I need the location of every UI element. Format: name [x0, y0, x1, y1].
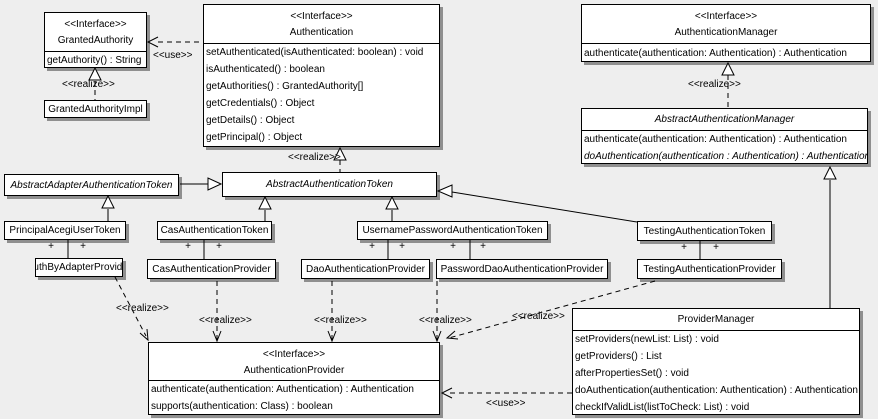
multiplicity-label: + — [369, 241, 375, 252]
stereotype: <<Interface>> — [290, 11, 353, 22]
method-row: getAuthority() : String — [47, 55, 142, 66]
method-row: getCredentials() : Object — [206, 98, 315, 109]
class-name: Authentication — [289, 27, 354, 38]
use-arrow-providermanager[interactable] — [440, 387, 572, 399]
multiplicity-label: + — [48, 241, 54, 252]
class-name: PrincipalAcegiUserToken — [9, 225, 121, 236]
method-row: doAuthentication(authentication : Authen… — [584, 151, 868, 162]
class-authentication-provider[interactable]: <<Interface>> AuthenticationProvider aut… — [148, 342, 440, 415]
class-testing-authentication-provider[interactable]: TestingAuthenticationProvider — [637, 259, 782, 279]
use-arrow-authentication-grantedauthority[interactable] — [146, 36, 203, 48]
stereotype-label-realize: <<realize>> — [62, 79, 115, 90]
method-row: supports(authentication: Class) : boolea… — [151, 401, 333, 412]
stereotype-label-realize: <<realize>> — [116, 303, 169, 314]
class-name: CasAuthenticationProvider — [152, 263, 271, 275]
realize-arrow-passworddaoauthenticationprovider[interactable] — [432, 281, 442, 343]
class-name: AuthenticationProvider — [243, 365, 345, 376]
method-row: checkIfValidList(listToCheck: List) : vo… — [575, 402, 750, 413]
class-granted-authority-impl[interactable]: GrantedAuthorityImpl — [44, 100, 147, 118]
generalization-providermanager[interactable] — [823, 165, 837, 308]
stereotype: <<Interface>> — [64, 19, 127, 30]
multiplicity-label: + — [681, 242, 687, 253]
generalization-cas-token[interactable] — [258, 195, 272, 221]
method-row: afterPropertiesSet() : void — [575, 368, 689, 379]
method-row: getPrincipal() : Object — [206, 132, 303, 143]
class-cas-authentication-token[interactable]: CasAuthenticationToken — [157, 221, 272, 240]
realize-arrow-daoauthenticationprovider[interactable] — [327, 281, 337, 343]
stereotype-label-realize: <<realize>> — [512, 311, 565, 322]
class-name: AuthenticationManager — [674, 27, 778, 38]
stereotype: <<Interface>> — [694, 11, 758, 22]
generalization-principal-token[interactable] — [101, 194, 115, 221]
class-name: TestingAuthenticationToken — [643, 225, 766, 237]
stereotype-label-realize: <<realize>> — [199, 315, 252, 326]
stereotype-label-realize: <<realize>> — [314, 315, 367, 326]
method-row: authenticate(authentication: Authenticat… — [584, 48, 847, 59]
class-password-dao-authentication-provider[interactable]: PasswordDaoAuthenticationProvider — [436, 259, 608, 279]
class-name: PasswordDaoAuthenticationProvider — [440, 263, 604, 275]
method-row: setAuthenticated(isAuthenticated: boolea… — [206, 47, 424, 58]
multiplicity-label: + — [185, 241, 191, 252]
stereotype-label-realize: <<realize>> — [419, 315, 472, 326]
class-name: AbstractAuthenticationToken — [266, 179, 393, 190]
class-auth-by-adapter-provider[interactable]: AuthByAdapterProvider — [35, 258, 123, 277]
realize-arrow-casauthenticationprovider[interactable] — [212, 281, 222, 343]
class-name: DaoAuthenticationProvider — [306, 263, 425, 275]
class-authentication[interactable]: <<Interface>> Authentication setAuthenti… — [203, 4, 440, 147]
method-row: isAuthenticated() : boolean — [206, 64, 325, 75]
class-name: GrantedAuthority — [57, 35, 134, 46]
generalization-adapter-token[interactable] — [180, 177, 223, 191]
class-name: AbstractAdapterAuthenticationToken — [10, 179, 173, 191]
generalization-testing-token[interactable] — [436, 184, 638, 223]
class-testing-authentication-token[interactable]: TestingAuthenticationToken — [637, 221, 772, 241]
class-principal-acegi-user-token[interactable]: PrincipalAcegiUserToken — [4, 221, 126, 240]
class-name: CasAuthenticationToken — [160, 225, 269, 236]
multiplicity-label: + — [399, 241, 405, 252]
stereotype-label-realize: <<realize>> — [688, 79, 741, 90]
class-provider-manager[interactable]: ProviderManager setProviders(newList: Li… — [572, 308, 860, 415]
class-name: AbstractAuthenticationManager — [654, 114, 795, 125]
method-row: authenticate(authentication: Authenticat… — [151, 384, 414, 395]
method-row: getDetails() : Object — [206, 115, 295, 126]
multiplicity-label: + — [450, 241, 456, 252]
stereotype-label-use: <<use>> — [486, 398, 526, 409]
class-name: UsernamePasswordAuthenticationToken — [362, 225, 543, 236]
multiplicity-label: + — [80, 241, 86, 252]
class-username-password-authentication-token[interactable]: UsernamePasswordAuthenticationToken — [357, 221, 548, 240]
stereotype-label-realize: <<realize>> — [288, 152, 341, 163]
multiplicity-label: + — [216, 241, 222, 252]
class-authentication-manager[interactable]: <<Interface>> AuthenticationManager auth… — [581, 4, 871, 62]
method-row: getAuthorities() : GrantedAuthority[] — [206, 81, 364, 92]
stereotype: <<Interface>> — [262, 349, 326, 360]
class-abstract-adapter-authentication-token[interactable]: AbstractAdapterAuthenticationToken — [4, 174, 179, 196]
method-row: getProviders() : List — [575, 351, 662, 362]
multiplicity-label: + — [480, 241, 486, 252]
class-name: GrantedAuthorityImpl — [48, 103, 143, 115]
class-cas-authentication-provider[interactable]: CasAuthenticationProvider — [147, 259, 276, 279]
method-row: doAuthentication(authentication: Authent… — [575, 385, 858, 396]
class-abstract-authentication-manager[interactable]: AbstractAuthenticationManager authentica… — [581, 108, 868, 164]
class-name: AuthByAdapterProvider — [36, 262, 123, 273]
class-dao-authentication-provider[interactable]: DaoAuthenticationProvider — [301, 259, 430, 279]
method-row: setProviders(newList: List) : void — [575, 334, 719, 345]
generalization-usernamepassword-token[interactable] — [385, 195, 399, 221]
class-name: ProviderManager — [677, 314, 755, 325]
stereotype-label-use: <<use>> — [153, 50, 193, 61]
multiplicity-label: + — [713, 242, 719, 253]
class-abstract-authentication-token[interactable]: AbstractAuthenticationToken — [222, 172, 437, 197]
class-granted-authority[interactable]: <<Interface>> GrantedAuthority getAuthor… — [44, 12, 147, 68]
method-row: authenticate(authentication: Authenticat… — [584, 134, 847, 145]
class-name: TestingAuthenticationProvider — [643, 263, 776, 275]
